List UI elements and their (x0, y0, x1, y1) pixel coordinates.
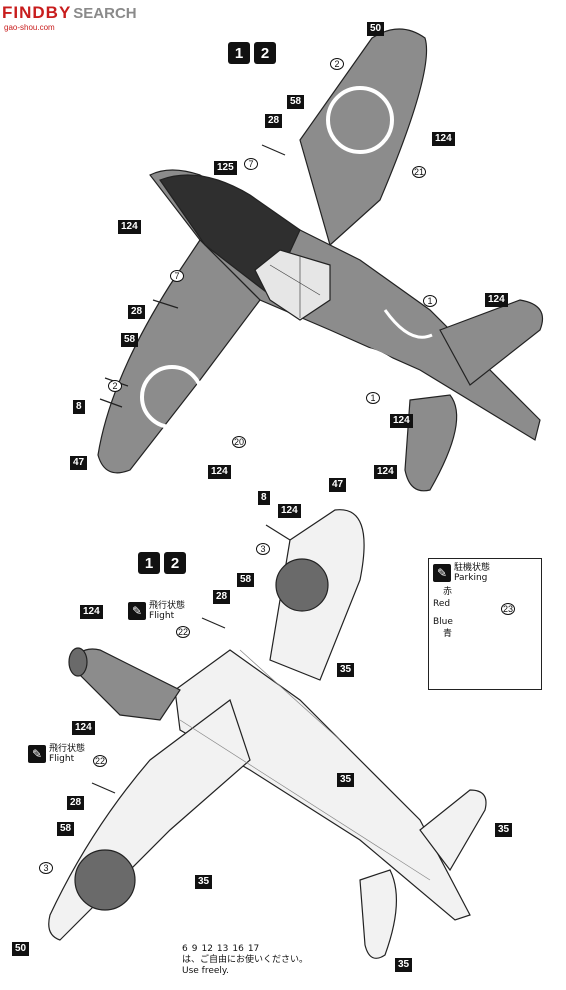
callout-1: 1 (366, 392, 380, 404)
part-number: 13 (216, 944, 229, 954)
watermark-search: SEARCH (73, 5, 137, 22)
callout-58: 58 (237, 573, 255, 587)
part-number: 6 (182, 944, 188, 954)
callout-35: 35 (495, 823, 513, 837)
callout-58: 58 (121, 333, 139, 347)
part-number: 12 (201, 944, 213, 954)
flight-state-en: Flight (49, 754, 75, 764)
color-blue-en: Blue (433, 617, 453, 627)
flight-state-jp: 飛行状態 (49, 744, 86, 754)
callout-47: 47 (329, 478, 347, 492)
callout-124: 124 (432, 132, 455, 146)
flight-state-label: ✎ 飛行状態 Flight (28, 744, 85, 764)
color-red-en: Red (433, 599, 451, 609)
color-red-jp: 赤 (443, 587, 453, 597)
flight-state-label: ✎ 飛行状態 Flight (128, 601, 185, 621)
callout-47: 47 (70, 456, 88, 470)
callout-7: 7 (170, 270, 184, 282)
callout-50: 50 (367, 22, 385, 36)
callout-35: 35 (337, 773, 355, 787)
callout-7: 7 (244, 158, 258, 170)
callout-124: 124 (208, 465, 231, 479)
callout-22: 22 (93, 755, 108, 767)
flight-icon: ✎ (128, 602, 146, 620)
footer-note: 6 9 12 13 16 17 は、ご自由にお使いください。 Use freel… (182, 944, 308, 977)
callout-21: 21 (412, 166, 427, 178)
callout-28: 28 (128, 305, 146, 319)
callout-35: 35 (395, 958, 413, 972)
callout-124: 124 (80, 605, 103, 619)
heading-digit: 1 (228, 42, 250, 64)
callout-2: 2 (330, 58, 344, 70)
callout-124: 124 (118, 220, 141, 234)
heading-digit: 1 (138, 552, 160, 574)
footer-en: Use freely. (182, 966, 229, 976)
bottom-view-heading: 1 2 (138, 552, 186, 574)
color-blue-jp: 青 (443, 629, 453, 639)
callout-124: 124 (72, 721, 95, 735)
callout-58: 58 (287, 95, 305, 109)
footer-jp: は、ご自由にお使いください。 (182, 955, 309, 965)
callout-35: 35 (195, 875, 213, 889)
callout-3: 3 (256, 543, 270, 555)
callout-3: 3 (39, 862, 53, 874)
watermark-url: gao-shou.com (4, 23, 55, 32)
callout-28: 28 (67, 796, 85, 810)
callout-22: 22 (176, 626, 191, 638)
callout-124: 124 (485, 293, 508, 307)
callout-124: 124 (374, 465, 397, 479)
parking-state-jp: 駐機状態 (454, 563, 491, 573)
callout-28: 28 (213, 590, 231, 604)
parking-state-label: ✎ 駐機状態 Parking (433, 563, 490, 583)
heading-digit: 2 (254, 42, 276, 64)
callout-124: 124 (278, 504, 301, 518)
callout-35: 35 (337, 663, 355, 677)
part-number: 16 (232, 944, 244, 954)
callout-8: 8 (258, 491, 270, 505)
watermark-brand: FINDBY (2, 3, 72, 22)
top-view-aircraft (97, 28, 544, 492)
callout-2: 2 (108, 380, 122, 392)
heading-digit: 2 (164, 552, 186, 574)
callout-23: 23 (501, 603, 516, 615)
callout-28: 28 (265, 114, 283, 128)
callout-50: 50 (12, 942, 30, 956)
top-view-heading: 1 2 (228, 42, 276, 64)
callout-8: 8 (73, 400, 85, 414)
flight-state-jp: 飛行状態 (149, 601, 186, 611)
callout-124: 124 (390, 414, 413, 428)
callout-125: 125 (214, 161, 237, 175)
callout-58: 58 (57, 822, 75, 836)
callout-20: 20 (232, 436, 247, 448)
flight-state-en: Flight (149, 611, 175, 621)
flight-icon: ✎ (28, 745, 46, 763)
footer-part-numbers: 6 9 12 13 16 17 (182, 944, 308, 955)
parking-state-en: Parking (454, 573, 488, 583)
parking-inset: ✎ 駐機状態 Parking 赤 Red Blue 青 23 (428, 558, 542, 690)
part-number: 17 (247, 944, 260, 954)
bottom-view-aircraft (48, 509, 487, 959)
callout-1: 1 (423, 295, 437, 307)
part-number: 9 (191, 944, 198, 954)
parking-icon: ✎ (433, 564, 451, 582)
